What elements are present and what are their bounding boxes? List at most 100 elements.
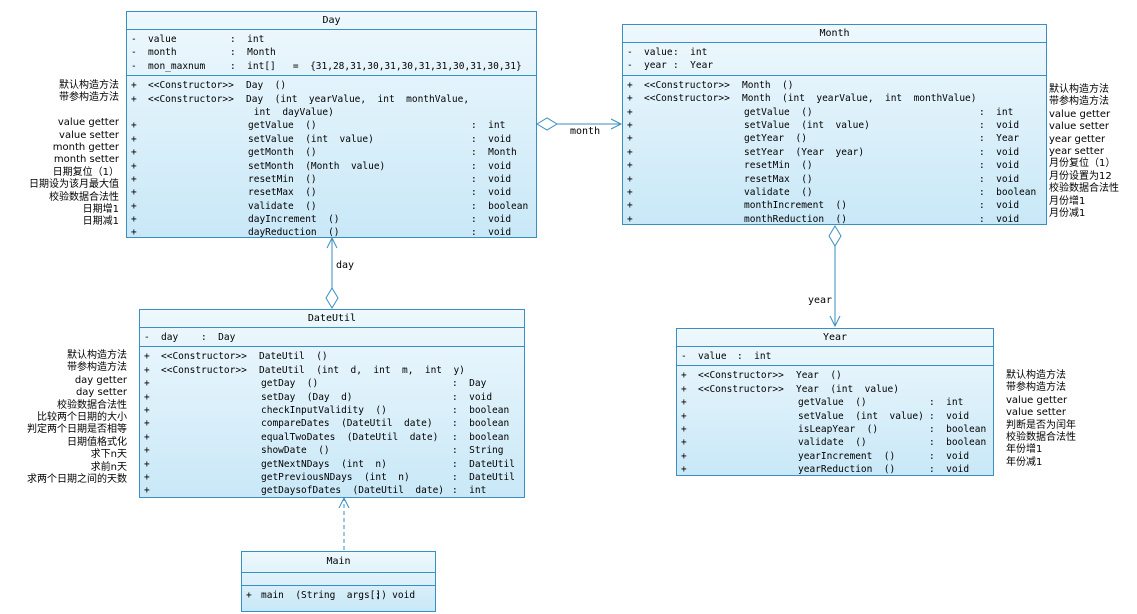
method-signature: showDate () bbox=[261, 445, 330, 457]
visibility-marker: + bbox=[681, 464, 687, 476]
method-row: +yearIncrement (): void bbox=[677, 450, 993, 463]
method-signature: dayReduction () bbox=[248, 227, 340, 239]
method-signature: Month (int yearValue, int monthValue) bbox=[742, 93, 977, 105]
visibility-marker: + bbox=[144, 431, 150, 443]
method-signature: Day (int yearValue, int monthValue, bbox=[246, 93, 470, 105]
method-signature: getValue () bbox=[798, 397, 867, 409]
class-main-methods: +main (String args[]): void bbox=[242, 586, 435, 604]
method-signature: main (String args[]) bbox=[261, 590, 387, 601]
class-year-methods: +<<Constructor>>Year ()+<<Constructor>>Y… bbox=[677, 366, 993, 478]
method-signature: getPreviousNDays (int n) bbox=[261, 471, 410, 483]
method-row: +<<Constructor>>DateUtil (int d, int m, … bbox=[140, 364, 524, 377]
note-line: 默认构造方法 bbox=[67, 350, 127, 361]
class-day-title: Day bbox=[127, 12, 536, 30]
edge-main-dateutil[interactable] bbox=[338, 496, 350, 550]
method-signature: getNextNDays (int n) bbox=[261, 458, 387, 470]
visibility-marker: + bbox=[627, 173, 633, 185]
attribute-type: : Day bbox=[201, 332, 236, 343]
method-row: +resetMin (): void bbox=[623, 159, 1046, 172]
method-signature: Day () bbox=[246, 80, 287, 92]
note-line: 校验数据合法性 bbox=[1049, 183, 1119, 195]
visibility-marker: + bbox=[627, 213, 633, 225]
visibility-marker: + bbox=[144, 418, 150, 430]
method-signature: DateUtil () bbox=[259, 351, 328, 363]
attribute-row: -mon_maxnum: int[] = {31,28,31,30,31,30,… bbox=[127, 60, 536, 73]
visibility-marker: + bbox=[131, 93, 137, 105]
method-return-type: : void bbox=[929, 464, 970, 476]
class-day[interactable]: Day -value: int-month: Month-mon_maxnum:… bbox=[126, 11, 537, 238]
method-return-type: : boolean bbox=[929, 437, 987, 449]
visibility-marker: + bbox=[681, 383, 687, 395]
constructor-stereotype: <<Constructor>> bbox=[644, 79, 730, 91]
note-line: 判断是否为闰年 bbox=[1006, 419, 1076, 431]
note-line: 日期复位（1） bbox=[52, 166, 119, 178]
method-row: +resetMax (): void bbox=[623, 173, 1046, 186]
method-return-type: : void bbox=[979, 173, 1020, 185]
edge-day-month[interactable] bbox=[536, 117, 623, 131]
label-day-association: day bbox=[336, 260, 355, 271]
visibility-marker: - bbox=[131, 47, 137, 59]
method-return-type: : void bbox=[979, 146, 1020, 158]
edge-dateutil-day[interactable] bbox=[325, 236, 339, 309]
visibility-marker: + bbox=[681, 370, 687, 382]
note-line: 年份减1 bbox=[1006, 456, 1043, 468]
note-line: 日期设为该月最大值 bbox=[29, 179, 119, 191]
method-row: +showDate (): String bbox=[140, 444, 524, 457]
class-month[interactable]: Month -value: int-year: Year +<<Construc… bbox=[622, 24, 1047, 225]
visibility-marker: + bbox=[627, 200, 633, 212]
method-return-type: : boolean bbox=[452, 404, 510, 416]
class-month-title: Month bbox=[623, 25, 1046, 43]
method-signature: monthReduction () bbox=[744, 213, 847, 225]
method-row: +getValue (): int bbox=[677, 396, 993, 409]
method-row: +setMonth (Month value): void bbox=[127, 160, 536, 173]
note-line: 校验数据合法性 bbox=[1006, 431, 1076, 443]
class-day-attributes: -value: int-month: Month-mon_maxnum: int… bbox=[127, 30, 536, 77]
edge-month-year[interactable] bbox=[828, 225, 842, 328]
attribute-name: year bbox=[644, 60, 667, 72]
visibility-marker: + bbox=[144, 445, 150, 457]
visibility-marker: + bbox=[246, 590, 252, 601]
class-main[interactable]: Main +main (String args[]): void bbox=[241, 551, 436, 612]
method-row: +<<Constructor>>Year (int value) bbox=[677, 383, 993, 396]
method-return-type: : void bbox=[471, 173, 512, 185]
constructor-stereotype: <<Constructor>> bbox=[148, 80, 234, 92]
method-signature: setValue (int value) bbox=[798, 410, 924, 422]
visibility-marker: - bbox=[144, 332, 150, 343]
method-return-type: : Day bbox=[452, 378, 487, 390]
visibility-marker: + bbox=[627, 160, 633, 172]
method-return-type: : void bbox=[471, 160, 512, 172]
method-return-type: : void bbox=[979, 160, 1020, 172]
method-row: +getPreviousNDays (int n): DateUtil bbox=[140, 471, 524, 484]
label-year-association: year bbox=[808, 295, 833, 306]
method-return-type: : void bbox=[979, 200, 1020, 212]
method-signature: getValue () bbox=[744, 106, 813, 118]
visibility-marker: + bbox=[627, 106, 633, 118]
class-year[interactable]: Year -value: int +<<Constructor>>Year ()… bbox=[676, 328, 994, 476]
visibility-marker: + bbox=[144, 458, 150, 470]
note-line: year getter bbox=[1049, 133, 1106, 145]
class-dateutil[interactable]: DateUtil -day: Day +<<Constructor>>DateU… bbox=[139, 309, 525, 498]
attribute-row: -year: Year bbox=[623, 59, 1046, 72]
note-line: 求前n天 bbox=[90, 461, 127, 473]
visibility-marker: + bbox=[681, 423, 687, 435]
note-line: value getter bbox=[57, 117, 119, 129]
method-return-type: : void bbox=[929, 410, 970, 422]
note-line: 年份增1 bbox=[1006, 444, 1043, 456]
visibility-marker: + bbox=[144, 391, 150, 403]
constructor-stereotype: <<Constructor>> bbox=[148, 93, 234, 105]
note-line: 带参构造方法 bbox=[67, 362, 127, 374]
note-line: 默认构造方法 bbox=[59, 80, 119, 91]
visibility-marker: + bbox=[681, 450, 687, 462]
visibility-marker: + bbox=[131, 160, 137, 172]
visibility-marker: + bbox=[681, 437, 687, 449]
method-row: +resetMax (): void bbox=[127, 186, 536, 199]
method-row: +isLeapYear (): boolean bbox=[677, 423, 993, 436]
note-line: month setter bbox=[53, 154, 119, 166]
method-return-type: : DateUtil bbox=[452, 458, 515, 470]
method-signature: Year (int value) bbox=[796, 383, 899, 395]
method-return-type: : void bbox=[471, 187, 512, 199]
method-signature: resetMax () bbox=[248, 187, 317, 199]
